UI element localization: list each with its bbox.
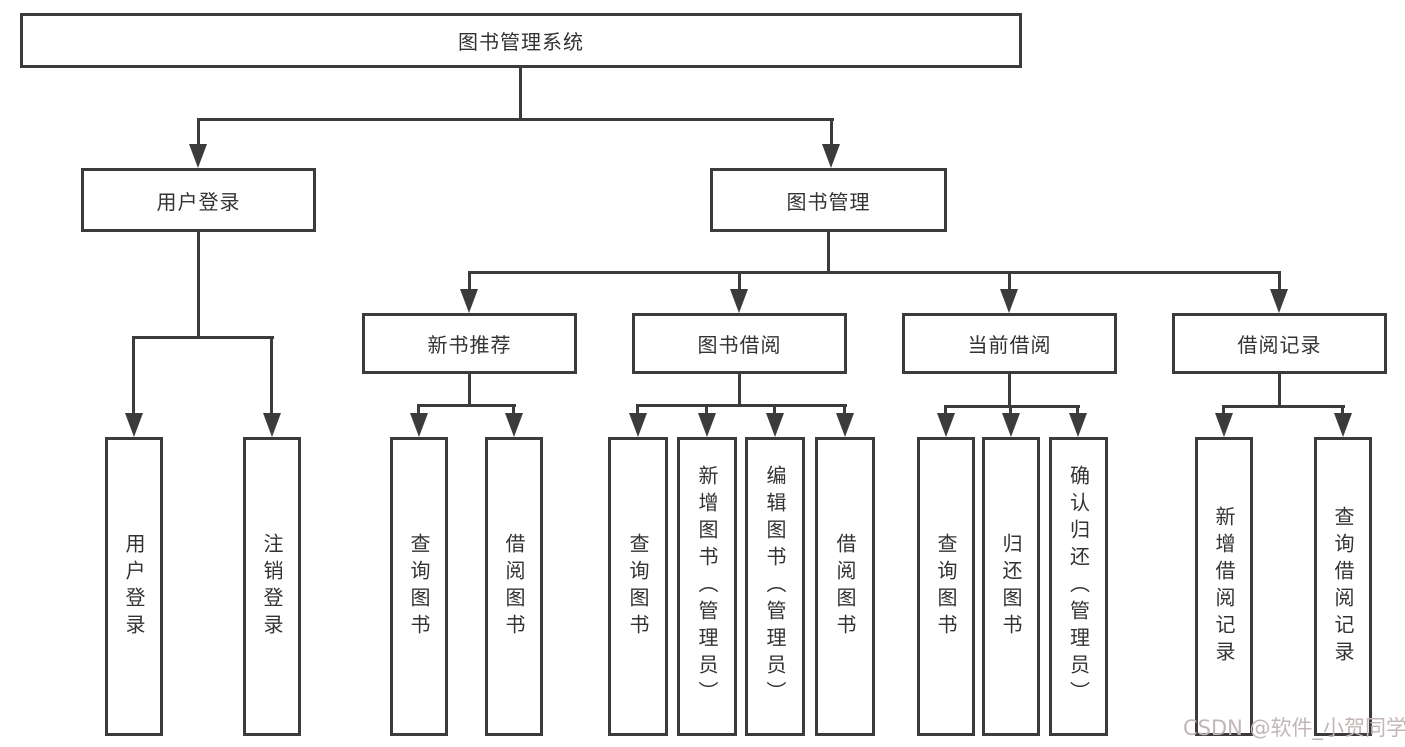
connector-line xyxy=(738,271,741,291)
connector-line xyxy=(468,374,471,407)
node-library-system: 图书管理系统 xyxy=(20,13,1022,68)
connector-line xyxy=(468,271,471,291)
arrow-down-icon xyxy=(1334,413,1352,437)
arrow-down-icon xyxy=(1270,289,1288,313)
leaf-borrow-query-books-label: 查询图书 xyxy=(626,532,650,641)
arrow-down-icon xyxy=(505,413,523,437)
leaf-query-borrow-record: 查询借阅记录 xyxy=(1314,437,1372,736)
leaf-query-borrow-record-label: 查询借阅记录 xyxy=(1331,505,1355,668)
arrow-down-icon xyxy=(836,413,854,437)
connector-line xyxy=(843,404,846,415)
arrow-down-icon xyxy=(1069,413,1087,437)
arrow-down-icon xyxy=(460,289,478,313)
leaf-add-books-admin-label: 新增图书（管理员） xyxy=(695,465,719,708)
connector-line xyxy=(417,404,516,407)
connector-line xyxy=(132,336,274,339)
connector-line xyxy=(197,118,834,121)
connector-line xyxy=(738,374,741,407)
leaf-logout: 注销登录 xyxy=(243,437,301,736)
connector-line xyxy=(773,404,776,415)
arrow-down-icon xyxy=(937,413,955,437)
connector-line xyxy=(1076,405,1079,415)
node-book-borrow-label: 图书借阅 xyxy=(697,333,782,357)
leaf-add-books-admin: 新增图书（管理员） xyxy=(677,437,737,736)
connector-line xyxy=(1009,405,1012,415)
leaf-recommend-borrow-books-label: 借阅图书 xyxy=(502,532,526,641)
arrow-down-icon xyxy=(1002,413,1020,437)
arrow-down-icon xyxy=(698,413,716,437)
leaf-borrow-books: 借阅图书 xyxy=(815,437,875,736)
leaf-user-login: 用户登录 xyxy=(105,437,163,736)
connector-line xyxy=(944,405,1080,408)
watermark-text: CSDN @软件_小贺同学 xyxy=(1183,716,1405,740)
arrow-down-icon xyxy=(1215,413,1233,437)
arrow-down-icon xyxy=(263,413,281,437)
leaf-borrow-query-books: 查询图书 xyxy=(608,437,668,736)
leaf-add-borrow-record-label: 新增借阅记录 xyxy=(1212,505,1236,668)
node-user-login-label: 用户登录 xyxy=(156,189,241,214)
node-user-login: 用户登录 xyxy=(81,168,316,232)
connector-line xyxy=(197,232,200,339)
leaf-recommend-query-books-label: 查询图书 xyxy=(407,532,431,641)
connector-line xyxy=(270,336,273,413)
leaf-confirm-return-admin-label: 确认归还（管理员） xyxy=(1066,465,1091,708)
connector-line xyxy=(512,404,515,415)
leaf-edit-books-admin: 编辑图书（管理员） xyxy=(745,437,805,736)
node-book-borrow: 图书借阅 xyxy=(632,313,847,374)
leaf-current-query-books: 查询图书 xyxy=(917,437,975,736)
leaf-logout-label: 注销登录 xyxy=(260,532,284,641)
node-current-borrow: 当前借阅 xyxy=(902,313,1117,374)
connector-line xyxy=(1222,405,1345,408)
connector-line xyxy=(132,336,135,413)
connector-line xyxy=(1008,374,1011,408)
connector-line xyxy=(827,232,830,274)
node-library-system-label: 图书管理系统 xyxy=(458,30,584,54)
node-borrow-records-label: 借阅记录 xyxy=(1237,333,1322,357)
connector-line xyxy=(830,118,833,146)
connector-line xyxy=(1222,405,1225,415)
connector-line xyxy=(417,404,420,415)
connector-line xyxy=(705,404,708,415)
connector-line xyxy=(944,405,947,415)
connector-line xyxy=(636,404,639,415)
leaf-edit-books-admin-label: 编辑图书（管理员） xyxy=(763,465,787,708)
connector-line xyxy=(636,404,847,407)
arrow-down-icon xyxy=(730,289,748,313)
node-borrow-records: 借阅记录 xyxy=(1172,313,1387,374)
connector-line xyxy=(1008,271,1011,291)
node-new-book-recommend: 新书推荐 xyxy=(362,313,577,374)
leaf-confirm-return-admin: 确认归还（管理员） xyxy=(1049,437,1108,736)
node-book-management: 图书管理 xyxy=(710,168,947,232)
arrow-down-icon xyxy=(766,413,784,437)
connector-line xyxy=(1278,271,1281,291)
connector-line xyxy=(1278,374,1281,408)
leaf-return-books: 归还图书 xyxy=(982,437,1040,736)
connector-line xyxy=(519,68,522,120)
node-new-book-recommend-label: 新书推荐 xyxy=(427,333,512,357)
connector-line xyxy=(1341,405,1344,415)
arrow-down-icon xyxy=(1000,289,1018,313)
leaf-borrow-books-label: 借阅图书 xyxy=(833,532,857,641)
connector-line xyxy=(197,118,200,146)
leaf-recommend-borrow-books: 借阅图书 xyxy=(485,437,543,736)
node-book-management-label: 图书管理 xyxy=(786,189,871,214)
arrow-down-icon xyxy=(410,413,428,437)
arrow-down-icon xyxy=(189,144,207,168)
arrow-down-icon xyxy=(629,413,647,437)
leaf-add-borrow-record: 新增借阅记录 xyxy=(1195,437,1253,736)
leaf-recommend-query-books: 查询图书 xyxy=(390,437,448,736)
arrow-down-icon xyxy=(125,413,143,437)
arrow-down-icon xyxy=(822,144,840,168)
leaf-return-books-label: 归还图书 xyxy=(999,532,1023,641)
leaf-user-login-label: 用户登录 xyxy=(122,532,146,641)
leaf-current-query-books-label: 查询图书 xyxy=(934,532,958,641)
connector-line xyxy=(468,271,1281,274)
node-current-borrow-label: 当前借阅 xyxy=(967,333,1052,357)
